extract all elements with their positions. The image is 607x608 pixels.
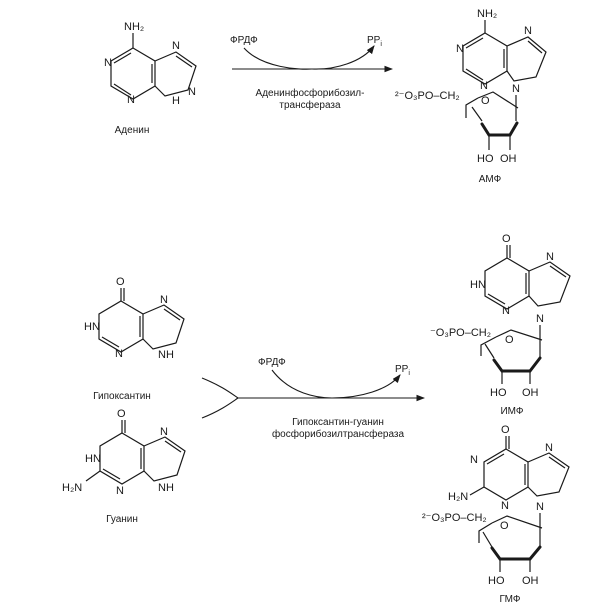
reaction1-enzyme-line1: Аденинфосфорибозил- — [256, 87, 365, 99]
reaction2-cosubstrate: ФРДФ — [258, 357, 286, 368]
hypoxanthine-label: Гипоксантин — [93, 391, 151, 402]
imp-n7: N — [546, 251, 554, 263]
hypoxanthine-n9: NH — [158, 349, 174, 361]
adenine-n7: N — [172, 40, 180, 52]
hypoxanthine-structure: O HN N N NH Гипоксантин — [84, 276, 185, 402]
imp-phosphate: ⁻O₃PO–CH₂ — [430, 327, 491, 339]
amp-structure: NH₂ N N N N O ²⁻O₃PO–CH₂ HO OH АМФ — [395, 8, 547, 185]
reaction2-enzyme-line1: Гипоксантин-гуанин — [292, 417, 384, 428]
imp-ring-o: O — [505, 334, 514, 346]
imp-o: O — [502, 233, 511, 245]
imp-3-oh: OH — [522, 387, 539, 399]
reaction1-arrow: ФРДФ PPi Аденинфосфорибозил- трансфераза — [230, 35, 394, 111]
gmp-n9: N — [536, 501, 544, 513]
imp-structure: O HN N N N O ⁻O₃PO–CH₂ HO OH ИМФ — [430, 233, 571, 417]
imp-n3: N — [502, 305, 510, 317]
gmp-n1: N — [470, 454, 478, 466]
amp-n9: N — [512, 83, 520, 95]
gmp-structure: O N N N N H₂N O ²⁻O₃PO–CH₂ HO OH ГМФ — [422, 424, 570, 605]
reaction1-enzyme-line2: трансфераза — [279, 99, 341, 111]
amp-n3: N — [480, 80, 488, 92]
adenine-n9: H — [172, 95, 180, 107]
reaction2-byproduct: PPi — [395, 364, 410, 377]
gmp-3-oh: OH — [522, 575, 539, 587]
guanine-n9: NH — [158, 482, 174, 494]
imp-2-oh: HO — [490, 387, 507, 399]
reaction1-cosubstrate: ФРДФ — [230, 35, 258, 46]
imp-n1: HN — [470, 279, 486, 291]
amp-label: АМФ — [479, 174, 502, 185]
adenine-n1: N — [104, 57, 112, 69]
amp-phosphate: ²⁻O₃PO–CH₂ — [395, 90, 460, 102]
reaction2-enzyme-line2: фосфорибозилтрансфераза — [272, 428, 405, 440]
gmp-n3: N — [501, 500, 509, 512]
guanine-n3: N — [116, 485, 124, 497]
amp-n7: N — [524, 25, 532, 37]
adenine-n9h: N — [188, 86, 196, 98]
hypoxanthine-n1: HN — [84, 321, 100, 333]
amp-amino: NH₂ — [477, 8, 497, 20]
guanine-n7: N — [160, 426, 168, 438]
guanine-structure: O HN N N NH H₂N Гуанин — [62, 408, 186, 525]
amp-n1: N — [456, 43, 464, 55]
adenine-label: Аденин — [115, 125, 150, 136]
amp-2-oh: HO — [477, 153, 494, 165]
hypoxanthine-n7: N — [160, 294, 168, 306]
gmp-2-oh: HO — [488, 575, 505, 587]
imp-label: ИМФ — [500, 406, 523, 417]
gmp-ring-o: O — [500, 520, 509, 532]
amp-ring-o: O — [481, 95, 490, 107]
imp-n9: N — [536, 313, 544, 325]
guanine-amino: H₂N — [62, 482, 82, 494]
hypoxanthine-o: O — [116, 276, 125, 288]
adenine-n3: N — [127, 94, 135, 106]
adenine-amino: NH₂ — [124, 21, 144, 33]
guanine-label: Гуанин — [106, 514, 138, 525]
reaction2-arrow: ФРДФ PPi Гипоксантин-гуанин фосфорибозил… — [201, 357, 426, 440]
gmp-n7: N — [545, 442, 553, 454]
gmp-o: O — [501, 424, 510, 436]
gmp-label: ГМФ — [499, 594, 520, 605]
gmp-amino: H₂N — [448, 491, 468, 503]
hypoxanthine-n3: N — [115, 348, 123, 360]
reaction1-byproduct: PPi — [367, 35, 382, 48]
guanine-o: O — [117, 408, 126, 420]
amp-3-oh: OH — [500, 153, 517, 165]
guanine-n1: HN — [85, 453, 101, 465]
gmp-phosphate: ²⁻O₃PO–CH₂ — [422, 512, 487, 524]
adenine-structure: NH₂ N N N H N Аденин — [104, 21, 197, 136]
